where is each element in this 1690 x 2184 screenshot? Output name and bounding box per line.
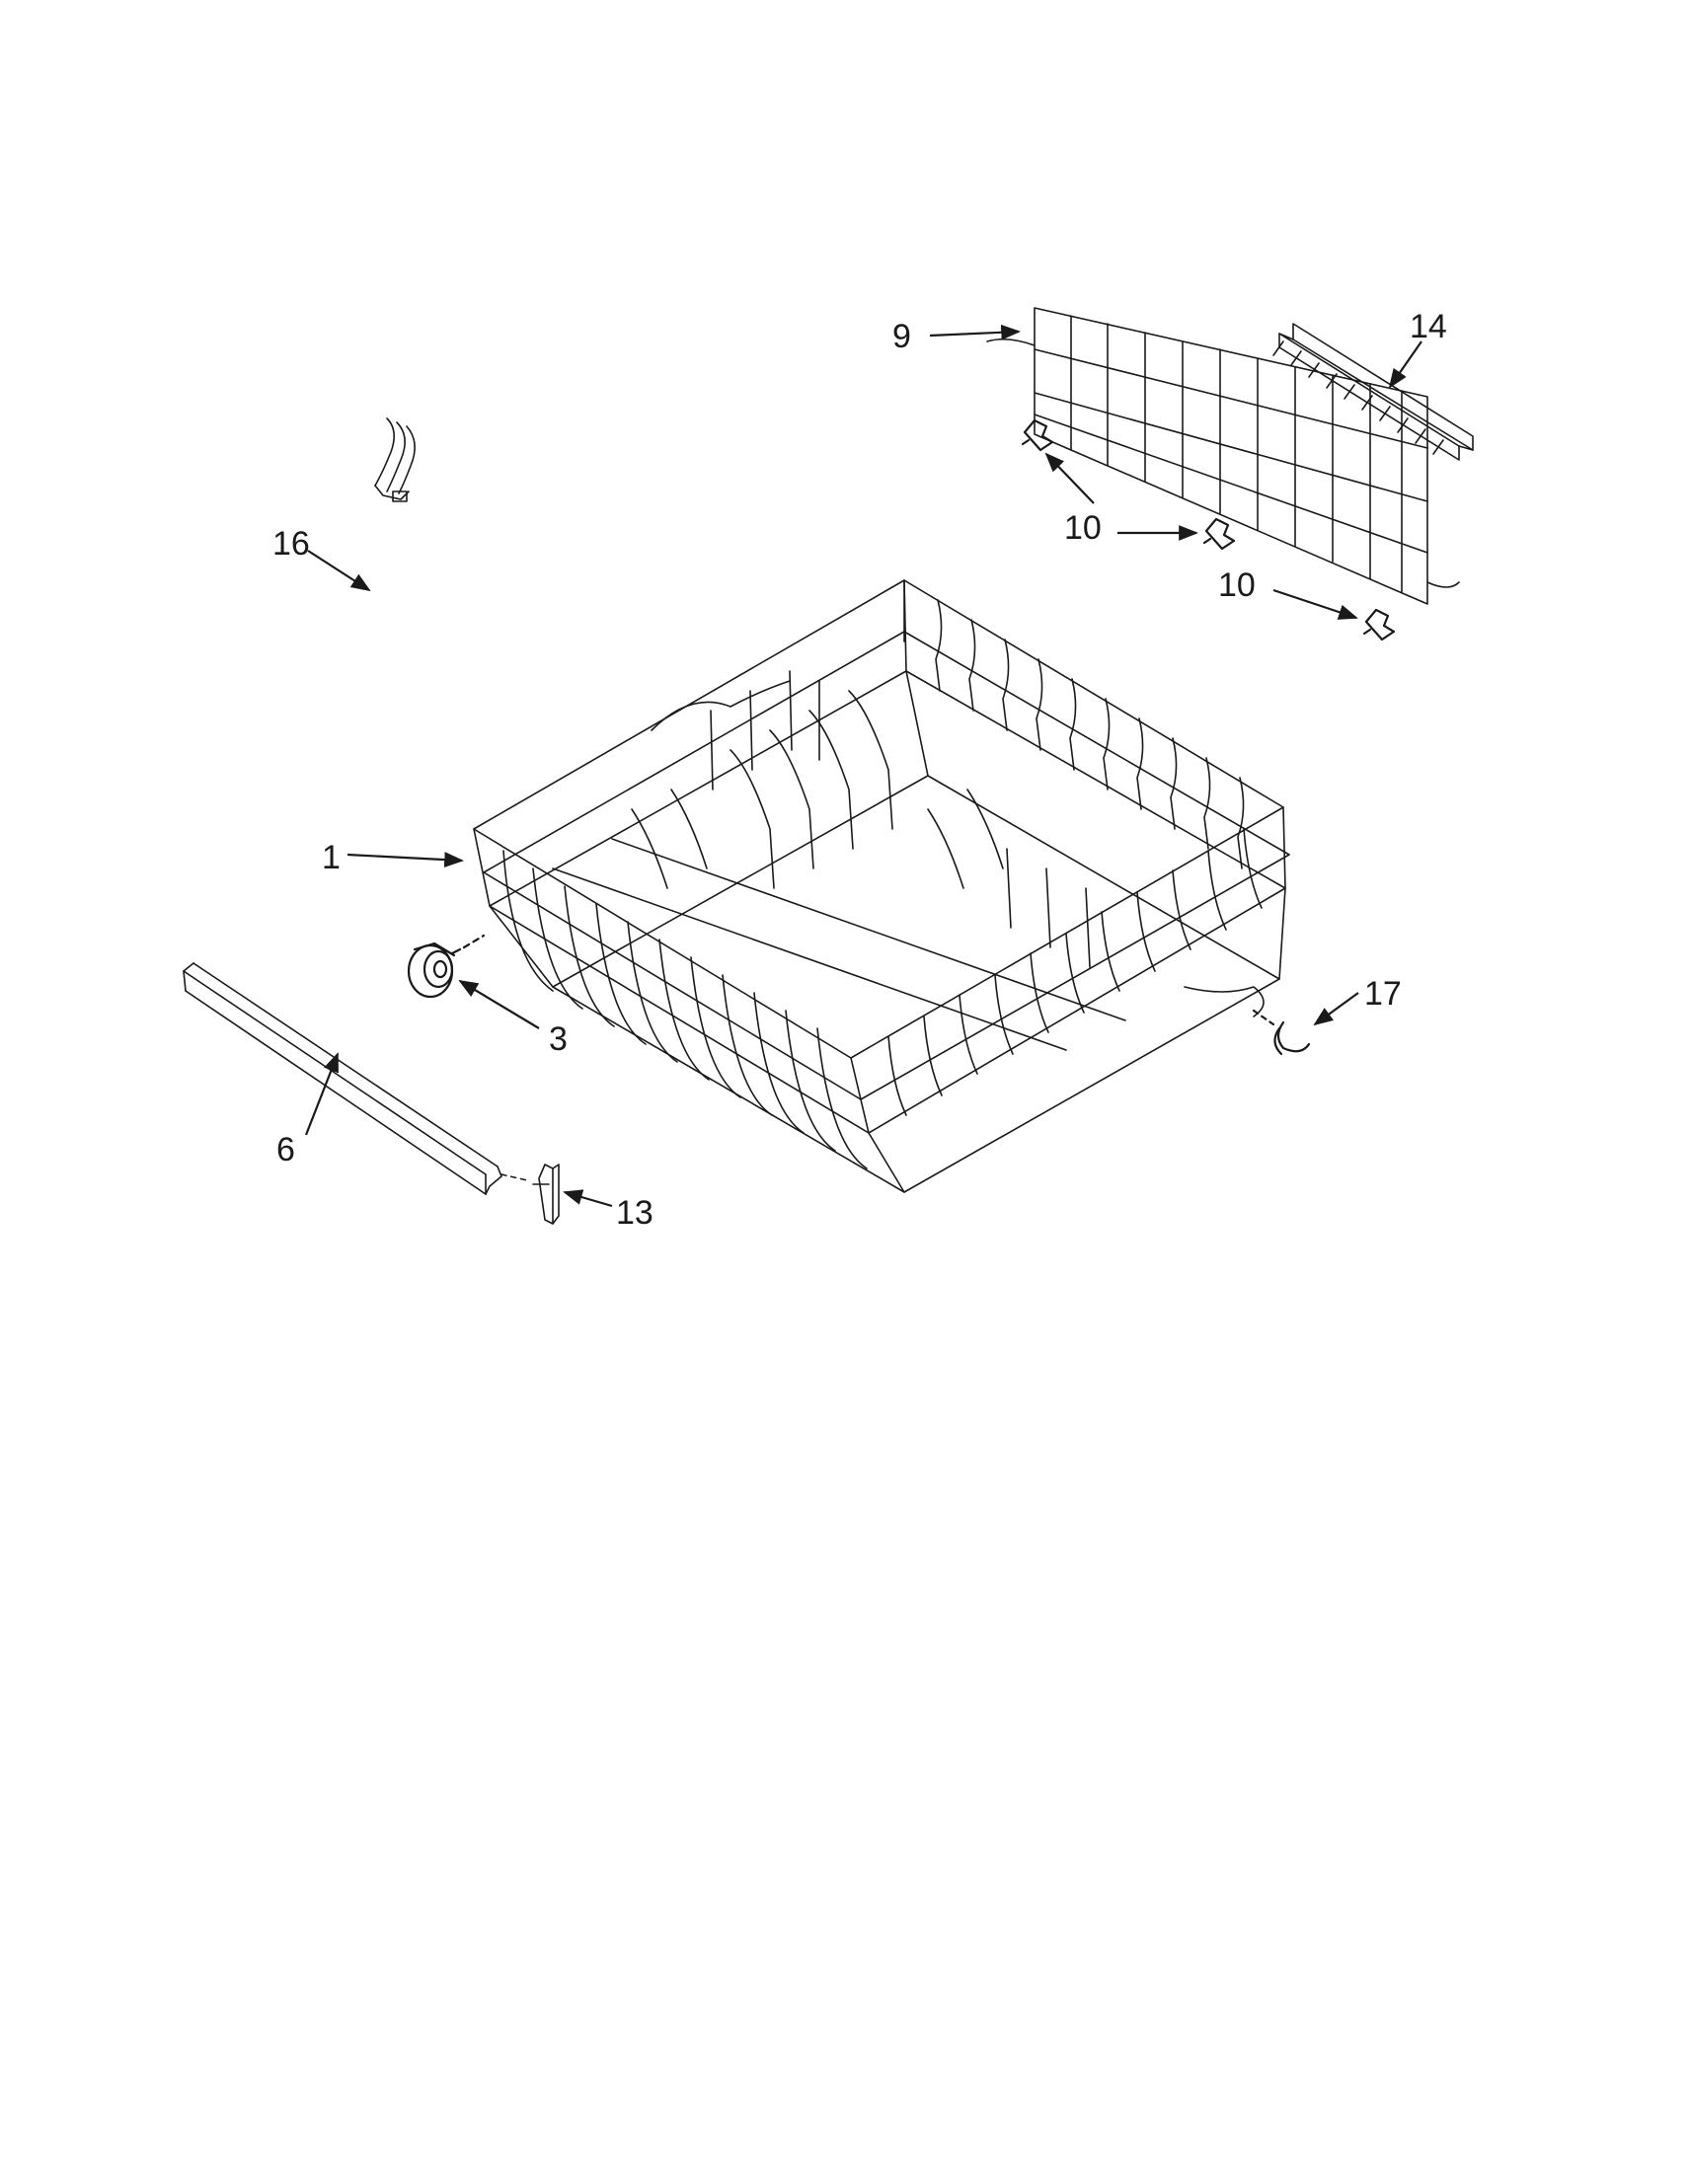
part-13-end-cap bbox=[500, 1164, 560, 1225]
leader-14 bbox=[1388, 340, 1422, 389]
callout-13: 13 bbox=[616, 1194, 653, 1232]
part-10-clip-upper bbox=[1021, 418, 1054, 452]
callout-17: 17 bbox=[1364, 975, 1402, 1013]
leader-1 bbox=[346, 852, 464, 867]
leader-13 bbox=[563, 1189, 613, 1208]
part-1-back-tines bbox=[903, 579, 1245, 869]
part-1-dishrack bbox=[473, 579, 1290, 1193]
callout-10b: 10 bbox=[1218, 566, 1256, 604]
part-14-tines bbox=[1272, 340, 1444, 455]
part-10-clip-middle bbox=[1202, 517, 1236, 551]
leader-10a bbox=[1044, 452, 1095, 504]
part-6-track bbox=[183, 962, 502, 1195]
part-1-inner-tines bbox=[631, 670, 1091, 968]
part-17-stop bbox=[1252, 1009, 1311, 1056]
callout-16: 16 bbox=[272, 525, 310, 563]
leader-10c bbox=[1272, 588, 1358, 620]
leader-6 bbox=[304, 1052, 340, 1136]
callout-6: 6 bbox=[276, 1131, 295, 1168]
leader-3 bbox=[458, 979, 540, 1029]
leader-17 bbox=[1313, 992, 1359, 1026]
leader-9 bbox=[929, 324, 1021, 340]
part-3-wheel bbox=[407, 934, 486, 999]
part-10-clip-lower bbox=[1362, 608, 1396, 641]
callout-14: 14 bbox=[1410, 308, 1447, 345]
callout-9: 9 bbox=[892, 318, 911, 355]
part-14-tine-strip bbox=[1272, 323, 1474, 461]
leader-lines bbox=[304, 324, 1422, 1208]
callout-3: 3 bbox=[549, 1020, 568, 1058]
leader-16 bbox=[307, 550, 371, 592]
callout-labels: 1 3 6 9 10 10 13 14 16 17 bbox=[272, 308, 1447, 1232]
callout-1: 1 bbox=[322, 839, 341, 876]
part-16-wire-clip bbox=[374, 417, 416, 502]
callout-10a: 10 bbox=[1064, 509, 1102, 547]
part-9-divider-grid bbox=[986, 307, 1460, 605]
part-1-front-wires bbox=[502, 850, 868, 1169]
part-1-side-wires bbox=[887, 828, 1263, 1116]
